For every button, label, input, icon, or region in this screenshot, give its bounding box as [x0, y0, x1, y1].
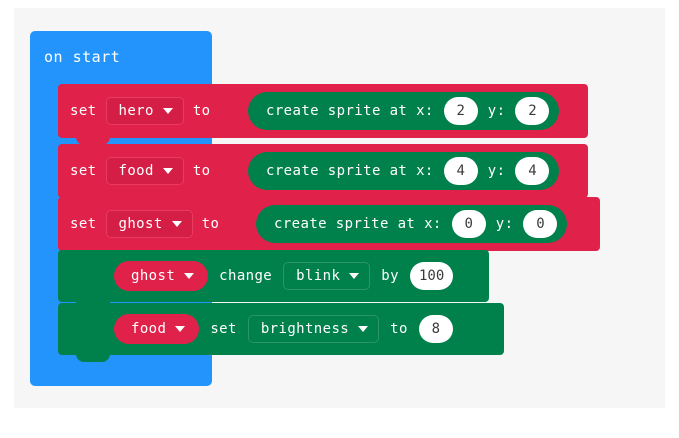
chevron-down-icon: [175, 326, 186, 332]
chevron-down-icon: [184, 273, 195, 279]
chevron-down-icon: [171, 221, 182, 227]
set-keyword-label: set: [70, 163, 97, 179]
block-connector-bump: [76, 137, 110, 145]
reporter-create-sprite-hero[interactable]: create sprite at x: 2 y: 2: [248, 92, 560, 130]
to-keyword-label: to: [201, 216, 220, 232]
create-sprite-y-label: y:: [487, 103, 506, 119]
variable-dropdown-ghost-label: ghost: [118, 216, 163, 232]
block-set-food[interactable]: set food to create sprite at x: 4 y: 4: [58, 144, 588, 205]
create-sprite-x-input-ghost[interactable]: 0: [451, 210, 486, 238]
property-dropdown-brightness-label: brightness: [260, 321, 350, 337]
blink-amount-input[interactable]: 100: [409, 262, 454, 290]
create-sprite-y-label: y:: [495, 216, 514, 232]
reporter-create-sprite-ghost[interactable]: create sprite at x: 0 y: 0: [256, 205, 568, 243]
reporter-create-sprite-food[interactable]: create sprite at x: 4 y: 4: [248, 152, 560, 190]
to-keyword-label: to: [192, 163, 211, 179]
create-sprite-x-input-food[interactable]: 4: [443, 157, 478, 185]
create-sprite-label: create sprite at x:: [266, 163, 434, 179]
block-food-set-brightness[interactable]: food set brightness to 8: [58, 303, 504, 362]
variable-dropdown-ghost-sprite-label: ghost: [131, 268, 176, 284]
blocks-workspace-canvas[interactable]: on start set hero to create sprite at x:…: [14, 8, 665, 408]
create-sprite-label: create sprite at x:: [274, 216, 442, 232]
set-keyword-label: set: [210, 321, 237, 337]
block-ghost-change-blink[interactable]: ghost change blink by 100: [58, 250, 489, 309]
chevron-down-icon: [162, 168, 173, 174]
on-start-label: on start: [44, 48, 121, 66]
property-dropdown-brightness[interactable]: brightness: [247, 315, 380, 343]
variable-dropdown-ghost-sprite[interactable]: ghost: [114, 261, 209, 291]
variable-dropdown-food-sprite[interactable]: food: [114, 314, 200, 344]
to-keyword-label: to: [390, 321, 408, 337]
property-dropdown-blink-label: blink: [296, 268, 341, 284]
set-keyword-label: set: [70, 103, 97, 119]
variable-dropdown-ghost[interactable]: ghost: [105, 210, 193, 238]
by-keyword-label: by: [381, 268, 399, 284]
create-sprite-y-input-hero[interactable]: 2: [515, 97, 550, 125]
property-dropdown-blink[interactable]: blink: [283, 262, 371, 290]
variable-dropdown-hero-label: hero: [118, 103, 154, 119]
variable-dropdown-hero[interactable]: hero: [105, 97, 184, 125]
brightness-amount-input[interactable]: 8: [418, 315, 453, 343]
block-set-hero[interactable]: set hero to create sprite at x: 2 y: 2: [58, 84, 588, 145]
create-sprite-y-label: y:: [487, 163, 506, 179]
chevron-down-icon: [358, 326, 369, 332]
block-connector-bump: [76, 354, 110, 362]
change-keyword-label: change: [219, 268, 273, 284]
variable-dropdown-food[interactable]: food: [105, 157, 184, 185]
chevron-down-icon: [162, 108, 173, 114]
create-sprite-y-input-food[interactable]: 4: [515, 157, 550, 185]
create-sprite-label: create sprite at x:: [266, 103, 434, 119]
chevron-down-icon: [349, 273, 360, 279]
set-keyword-label: set: [70, 216, 97, 232]
create-sprite-x-input-hero[interactable]: 2: [443, 97, 478, 125]
variable-dropdown-food-label: food: [118, 163, 154, 179]
to-keyword-label: to: [192, 103, 211, 119]
variable-dropdown-food-sprite-label: food: [131, 321, 167, 337]
create-sprite-y-input-ghost[interactable]: 0: [523, 210, 558, 238]
block-set-ghost[interactable]: set ghost to create sprite at x: 0 y: 0: [58, 197, 600, 258]
